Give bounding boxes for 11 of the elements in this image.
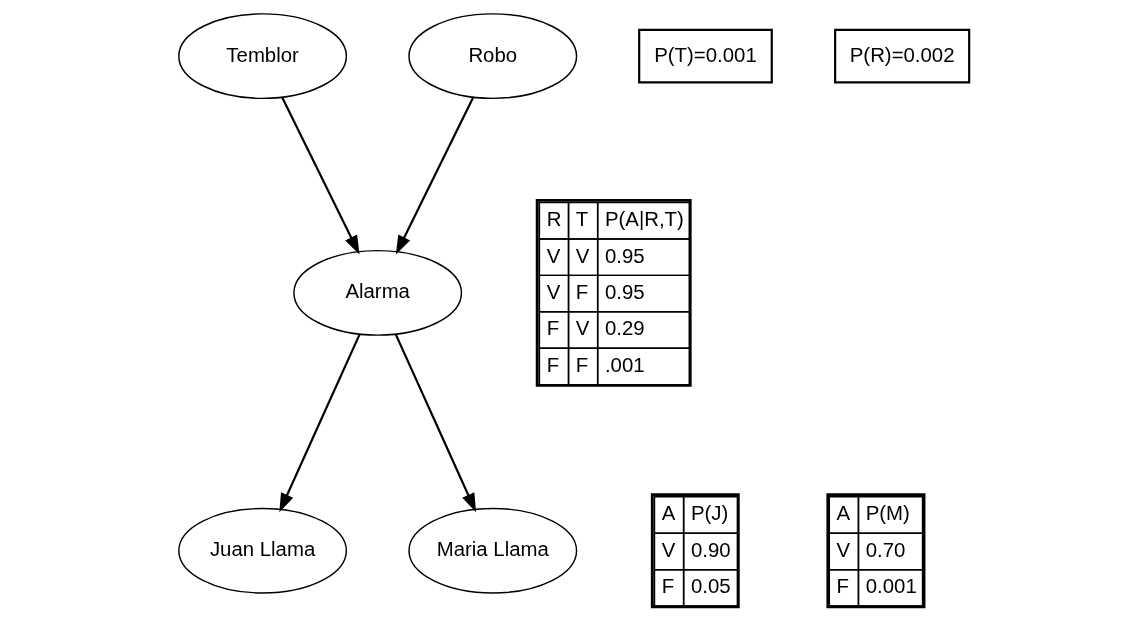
node-ellipse: Robo xyxy=(407,13,577,100)
node-ellipse: Maria Llama xyxy=(407,507,577,594)
node-box: P(T)=0.001 xyxy=(637,28,773,84)
node-ellipse: Alarma xyxy=(292,249,462,336)
node-ellipse: Temblor xyxy=(177,13,347,100)
arrow xyxy=(280,96,360,255)
arrow xyxy=(395,96,474,255)
node-box: P(R)=0.002 xyxy=(833,28,970,84)
node-ellipse: Juan Llama xyxy=(177,507,347,594)
arrow xyxy=(278,333,361,513)
arrow xyxy=(394,333,476,513)
